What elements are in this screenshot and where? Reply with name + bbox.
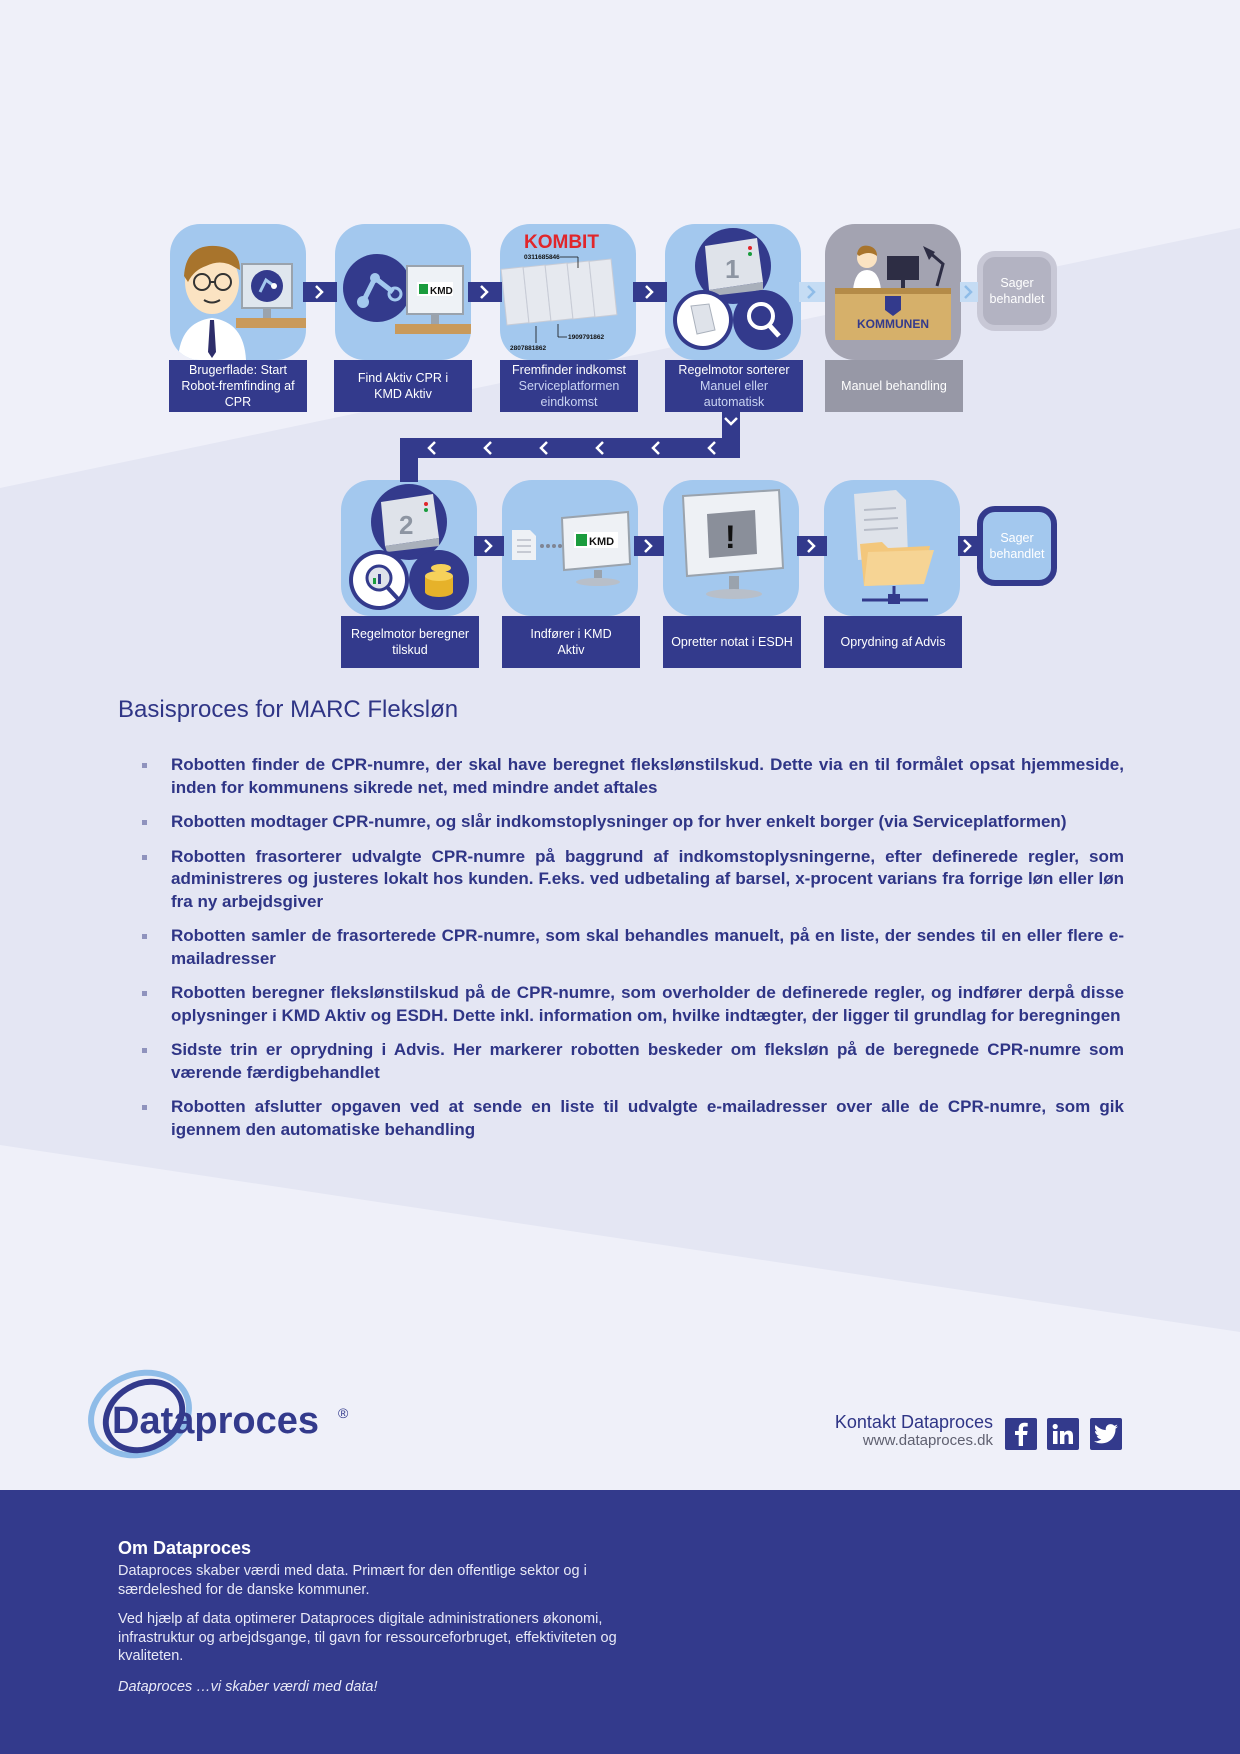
contact-block: Kontakt Dataproces www.dataproces.dk xyxy=(835,1412,993,1450)
caption-regelmotor-beregner: Regelmotor beregner tilskud xyxy=(341,616,479,668)
cpr-number-2: 1909791862 xyxy=(568,334,605,341)
bullet-item: Robotten afslutter opgaven ved at sende … xyxy=(140,1096,1124,1141)
kmd-logo-bottom: KMD xyxy=(589,536,614,548)
warning-monitor-icon: ! xyxy=(681,488,785,599)
exclamation-mark: ! xyxy=(725,519,736,555)
flow-connectors xyxy=(303,282,978,556)
caption-find-aktiv-cpr: Find Aktiv CPR i KMD Aktiv xyxy=(334,360,472,412)
caption-regelmotor-sorterer: Regelmotor sorterer Manuel eller automat… xyxy=(665,360,803,412)
document-to-kmd-icon: KMD xyxy=(512,510,632,586)
logo-wordmark: Dataproces xyxy=(112,1400,319,1442)
network-folder-icon xyxy=(854,490,934,604)
registered-mark: ® xyxy=(338,1405,349,1421)
footer-tagline: Dataproces …vi skaber værdi med data! xyxy=(118,1679,378,1695)
caption-fremfinder-sub: Serviceplatformen eindkomst xyxy=(518,379,620,409)
contact-url[interactable]: www.dataproces.dk xyxy=(862,1432,993,1449)
badge-number-2: 2 xyxy=(399,510,413,540)
bullet-item: Robotten samler de frasorterede CPR-numr… xyxy=(140,925,1124,970)
twitter-icon[interactable] xyxy=(1090,1418,1122,1450)
caption-user-interface: Brugerflade: Start Robot-fremfinding af … xyxy=(169,360,307,412)
footer: Om Dataproces Dataproces skaber værdi me… xyxy=(0,1490,1240,1754)
user-at-computer-icon xyxy=(178,245,306,360)
bullet-item: Robotten beregner fleksløn­stilskud på d… xyxy=(140,982,1124,1027)
footer-paragraph-2: Ved hjælp af data optimerer Dataproces d… xyxy=(118,1611,617,1664)
end-sager-behandlet-top: Sager behandlet xyxy=(977,251,1057,331)
tile-user-interface xyxy=(170,224,306,360)
bullet-item: Robotten frasorterer udvalgte CPR-numre … xyxy=(140,846,1124,914)
dataproces-logo-mark: Dataproces ® xyxy=(88,1369,349,1459)
caption-manuel-behandling: Manuel behandling xyxy=(825,360,963,412)
caption-indforer-kmd: Indfører i KMD Aktiv xyxy=(502,616,640,668)
tile-oprydning-advis xyxy=(824,480,960,616)
tile-find-aktiv-cpr: KMD xyxy=(335,224,471,360)
documents-icon: KOMBIT 0311685846 1909791862 2807881862 xyxy=(500,232,618,352)
tile-regelmotor-beregner: 2 xyxy=(341,480,477,616)
tile-regelmotor-sorterer: 1 xyxy=(665,224,801,360)
facebook-icon[interactable] xyxy=(1005,1418,1037,1450)
dataproces-logo[interactable]: Dataproces ® xyxy=(86,1368,356,1460)
cpr-number-1: 0311685846 xyxy=(524,254,560,261)
caption-regelmotor-sub: Manuel eller automatisk xyxy=(699,379,769,409)
kmd-logo: KMD xyxy=(430,286,453,297)
footer-title: Om Dataproces xyxy=(118,1538,252,1558)
bullet-item: Robotten modtager CPR-numre, og slår ind… xyxy=(140,811,1124,834)
caption-fremfinder-main: Fremfinder indkomst xyxy=(512,363,626,377)
kommunen-sign: KOMMUNEN xyxy=(857,317,929,331)
tile-opretter-notat: ! xyxy=(663,480,799,616)
rule-engine-1-icon: 1 xyxy=(673,228,793,350)
tile-manuel-behandling: KOMMUNEN xyxy=(825,224,961,360)
footer-paragraph-1: Dataproces skaber værdi med data. Primær… xyxy=(118,1563,587,1598)
kombit-logo: KOMBIT xyxy=(524,232,599,253)
clerk-at-desk-icon: KOMMUNEN xyxy=(835,245,951,340)
bullet-item: Robotten finder de CPR-numre, der skal h… xyxy=(140,754,1124,799)
tile-fremfinder-indkomst: KOMBIT 0311685846 1909791862 2807881862 xyxy=(500,224,636,360)
cpr-number-3: 2807881862 xyxy=(510,345,547,352)
linkedin-icon[interactable] xyxy=(1047,1418,1079,1450)
contact-label: Kontakt Dataproces xyxy=(834,1412,993,1432)
rule-engine-2-icon: 2 xyxy=(349,484,469,610)
robot-arm-icon: KMD xyxy=(343,254,471,334)
end-sager-behandlet-bottom: Sager behandlet xyxy=(977,506,1057,586)
bullet-item: Sidste trin er oprydning i Advis. Her ma… xyxy=(140,1039,1124,1084)
caption-opretter-notat: Opretter notat i ESDH xyxy=(663,616,801,668)
section-title: Basisproces for MARC Fleksløn xyxy=(118,696,459,723)
caption-fremfinder-indkomst: Fremfinder indkomst Serviceplatformen ei… xyxy=(500,360,638,412)
process-bullet-list: Robotten finder de CPR-numre, der skal h… xyxy=(140,754,1124,1153)
caption-regelmotor-main: Regelmotor sorterer xyxy=(678,363,790,377)
tile-indforer-kmd: KMD xyxy=(502,480,638,616)
caption-oprydning-advis: Oprydning af Advis xyxy=(824,616,962,668)
badge-number-1: 1 xyxy=(725,254,739,284)
